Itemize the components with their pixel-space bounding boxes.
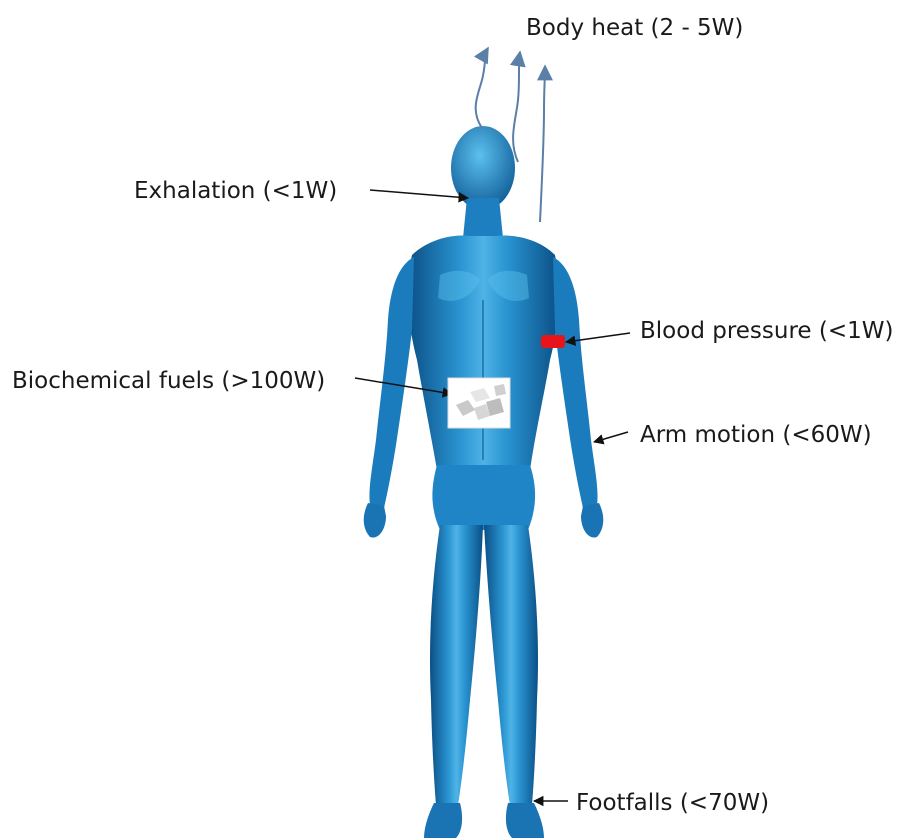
blood-pressure-label: Blood pressure (<1W)	[640, 320, 893, 343]
left-leg	[430, 525, 483, 805]
right-leg	[484, 525, 538, 805]
sugar-cubes-icon	[448, 378, 510, 428]
biochemical-fuels-label: Biochemical fuels (>100W)	[12, 370, 325, 393]
blood-pressure-cuff-icon	[541, 335, 565, 348]
pelvis	[432, 465, 535, 530]
footfalls-label: Footfalls (<70W)	[576, 792, 769, 815]
body-heat-label: Body heat (2 - 5W)	[526, 17, 743, 40]
heat-arrow-2	[513, 52, 520, 162]
left-foot	[424, 803, 462, 838]
exhalation-arrow	[370, 190, 468, 198]
arm-motion-label: Arm motion (<60W)	[640, 424, 872, 447]
left-arm	[369, 257, 414, 508]
heat-arrow-1	[476, 48, 488, 128]
heat-arrow-3	[540, 66, 545, 222]
right-arm	[553, 257, 598, 508]
exhalation-label: Exhalation (<1W)	[134, 180, 337, 203]
left-hand	[364, 503, 386, 538]
right-foot	[506, 803, 544, 838]
human-body-figure	[364, 126, 604, 838]
right-hand	[581, 503, 603, 538]
arm-motion-arrow	[594, 432, 628, 442]
neck	[463, 198, 503, 238]
